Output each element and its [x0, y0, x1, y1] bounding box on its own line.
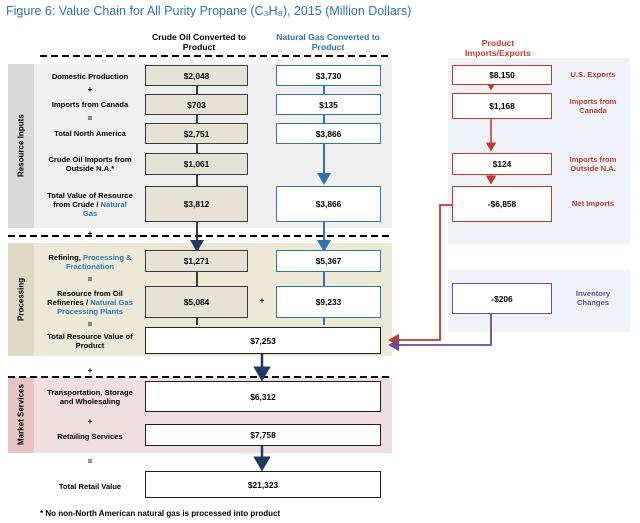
op-equals-1: =	[87, 114, 93, 123]
total-retail-box: $21,323	[145, 471, 381, 498]
label-crude-imports-outside: Crude Oil Imports from Outside N.A.*	[48, 155, 132, 173]
total-resource-box: $7,253	[145, 327, 381, 354]
op-equals-3: =	[87, 320, 93, 329]
figure-title: Figure 6: Value Chain for All Purity Pro…	[6, 4, 412, 18]
op-plus-4: +	[87, 417, 93, 426]
crude-canada-box: $703	[145, 94, 248, 115]
label-net-imports: Net Imports	[571, 199, 615, 208]
label-retailing-services: Retailing Services	[57, 431, 123, 441]
col-header-trade: Product Imports/Exports	[465, 38, 531, 58]
gas-refining-box: $5,367	[276, 250, 381, 272]
label-inventory-changes: Inventory Changes	[575, 289, 611, 307]
label-refining: Refining, Processing & Fractionation	[48, 253, 132, 271]
imports-outside-box: $124	[452, 153, 552, 175]
crude-total-value-box: $3,812	[145, 186, 248, 222]
gas-resource-box: $9,233	[276, 286, 381, 318]
label-imports-canada: Imports from Canada	[51, 99, 129, 109]
op-plus-columns: +	[259, 296, 265, 305]
col-header-crude: Crude Oil Converted to Product	[151, 32, 247, 52]
label-total-retail-value: Total Retail Value	[58, 481, 122, 491]
label-total-resource-value: Total Resource Value of Product	[47, 332, 133, 350]
crude-resource-box: $5,084	[145, 286, 248, 318]
imports-canada-box: $1,168	[452, 93, 552, 119]
section-processing: Processing	[16, 277, 26, 322]
gas-canada-box: $135	[276, 94, 381, 115]
transport-box: $6,312	[145, 381, 381, 412]
us-exports-box: $8,150	[452, 65, 552, 85]
footnote: * No non-North American natural gas is p…	[40, 509, 281, 518]
op-plus-3: +	[87, 366, 93, 375]
col-header-gas: Natural Gas Converted to Product	[276, 32, 380, 52]
inventory-box: -$206	[452, 283, 552, 314]
op-plus-1: +	[87, 85, 93, 94]
label-imports-canada-trade: Imports from Canada	[569, 97, 617, 115]
op-equals-4: =	[87, 457, 93, 466]
crude-outside-box: $1,061	[145, 153, 248, 175]
crude-domestic-box: $2,048	[145, 65, 248, 86]
label-domestic-production: Domestic Production	[51, 71, 129, 81]
net-imports-box: -$6,858	[452, 186, 552, 222]
gas-total-na-box: $3,866	[276, 123, 381, 144]
gas-domestic-box: $3,730	[276, 65, 381, 86]
label-imports-outside-trade: Imports from Outside N.A.	[569, 155, 617, 173]
gas-total-value-box: $3,866	[276, 186, 381, 222]
section-resource-inputs: Resource Inputs	[16, 114, 26, 178]
op-plus-2: +	[87, 229, 93, 238]
label-us-exports: U.S. Exports	[570, 70, 616, 79]
op-equals-2: =	[87, 275, 93, 284]
retail-box: $7,758	[145, 424, 381, 446]
label-resource-from-refineries: Resource from Oil Refineries / Natural G…	[47, 288, 133, 316]
crude-refining-box: $1,271	[145, 250, 248, 272]
crude-total-na-box: $2,751	[145, 123, 248, 144]
label-transportation: Transportation, Storage and Wholesaling	[47, 388, 133, 406]
section-market-services: Market Services	[16, 384, 26, 446]
label-total-value-resource: Total Value of Resource from Crude / Nat…	[47, 190, 133, 218]
label-total-north-america: Total North America	[54, 128, 126, 138]
